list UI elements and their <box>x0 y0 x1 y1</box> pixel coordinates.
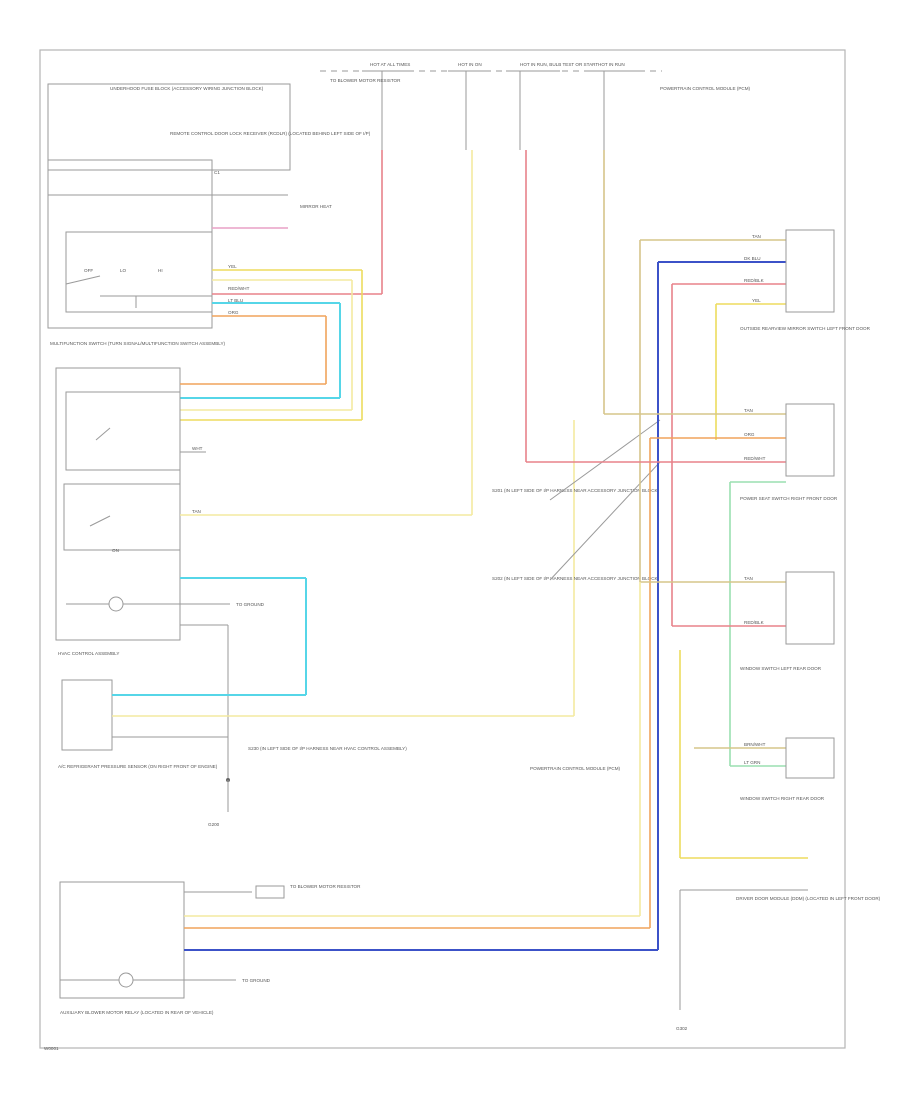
right2-wire-redwht: RED/WHT <box>744 456 766 461</box>
rcdlr-label: REMOTE CONTROL DOOR LOCK RECEIVER (RCDLR… <box>170 131 371 136</box>
aux-blower-motor-symbol <box>118 972 134 988</box>
fuse-header-b: HOT IN ON <box>448 62 490 150</box>
right-wire-code-redblk: RED/BLK <box>744 278 765 283</box>
ac-sensor-box <box>61 679 113 751</box>
fuse-header-c: HOT IN RUN, BULB TEST OR START <box>506 62 598 150</box>
multifunction-switch-box <box>47 159 213 329</box>
mirror-switch-right-label: POWER SEAT SWITCH RIGHT FRONT DOOR <box>740 496 838 501</box>
right3-wire-redblk: RED/BLK <box>744 620 765 625</box>
fuse-header-a: HOT AT ALL TIMES <box>362 62 410 150</box>
to-blower-label: TO BLOWER MOTOR RESISTOR <box>290 884 361 889</box>
window-switch-left-rear-box <box>785 571 835 645</box>
right2-wire-org: ORG <box>744 432 755 437</box>
wire-code-lt-blu: LT BLU <box>228 298 243 303</box>
hvac-motor-symbol <box>108 596 124 612</box>
splice-note-1: S201 (IN LEFT SIDE OF I/P HARNESS NEAR A… <box>492 488 660 493</box>
top-left-note: UNDERHOOD FUSE BLOCK (ACCESSORY WIRING J… <box>110 86 264 91</box>
right-wire-code-yel: YEL <box>752 298 761 303</box>
switch-pos-off: OFF <box>84 268 93 273</box>
footer-code: W0001 <box>44 1046 59 1051</box>
window-switch-left-rear-label: WINDOW SWITCH LEFT REAR DOOR <box>740 666 822 671</box>
blower-resistor-symbol <box>255 885 285 899</box>
aux-to-ground-label: TO GROUND <box>242 978 271 983</box>
right4-wire-ltgrn: LT GRN <box>744 760 760 765</box>
wire-code-yel: YEL <box>228 264 237 269</box>
mirror-switch-left-box <box>785 229 835 313</box>
mirror-switch-left-label: OUTSIDE REARVIEW MIRROR SWITCH LEFT FRON… <box>740 326 871 331</box>
fuse-header-d: HOT IN RUN <box>586 62 640 150</box>
right4-wire-brnwht: BRN/WHT <box>744 742 766 747</box>
right-wire-code-dkblu: DK BLU <box>744 256 761 261</box>
upper-left-fuse-note: TO BLOWER MOTOR RESISTOR <box>330 78 401 83</box>
fuse-a-label: HOT AT ALL TIMES <box>370 62 410 67</box>
mirror-switch-right-box <box>785 403 835 477</box>
switch-note-top: MIRROR HEAT <box>300 204 332 209</box>
ground-g200: G200 <box>208 822 220 827</box>
fuse-b-label: HOT IN ON <box>458 62 482 67</box>
right2-wire-tan: TAN <box>744 408 753 413</box>
top-right-note: POWERTRAIN CONTROL MODULE (PCM) <box>660 86 751 91</box>
right3-wire-tan: TAN <box>744 576 753 581</box>
wire-code-red-wht: RED/WHT <box>228 286 250 291</box>
wire-code-org: ORG <box>228 310 239 315</box>
hvac-wire-tan: TAN <box>192 509 201 514</box>
hvac-label: HVAC CONTROL ASSEMBLY <box>58 651 119 656</box>
hvac-on-label: ON <box>112 548 119 553</box>
center-bottom-note: POWERTRAIN CONTROL MODULE (PCM) <box>530 766 621 771</box>
splice-note-2: S202 (IN LEFT SIDE OF I/P HARNESS NEAR A… <box>492 576 660 581</box>
rcdlr-box <box>47 83 291 171</box>
hvac-wire-wht: WHT <box>192 446 203 451</box>
fuse-d-label: HOT IN RUN <box>598 62 625 67</box>
connector-c1-label: C1 <box>214 170 220 175</box>
ac-sensor-label: A/C REFRIGERANT PRESSURE SENSOR (ON RIGH… <box>58 764 218 769</box>
aux-blower-relay-box <box>59 881 185 999</box>
driver-door-module-label: DRIVER DOOR MODULE (DDM) (LOCATED IN LEF… <box>736 896 881 901</box>
diagram-frame <box>39 49 846 1049</box>
window-switch-right-rear-label: WINDOW SWITCH RIGHT REAR DOOR <box>740 796 825 801</box>
fuse-c-label: HOT IN RUN, BULB TEST OR START <box>520 62 598 67</box>
switch-pos-lo: LO <box>120 268 127 273</box>
right-wire-code-tan: TAN <box>752 234 761 239</box>
hvac-control-box <box>55 367 181 641</box>
ground-g302: G302 <box>676 1026 688 1031</box>
splice-note-3: S230 (IN LEFT SIDE OF I/P HARNESS NEAR H… <box>248 746 407 751</box>
hvac-to-ground-label: TO GROUND <box>236 602 265 607</box>
multifunction-switch-label: MULTIFUNCTION SWITCH (TURN SIGNAL/MULTIF… <box>50 341 226 346</box>
aux-blower-relay-label: AUXILIARY BLOWER MOTOR RELAY (LOCATED IN… <box>60 1010 214 1015</box>
switch-pos-hi: HI <box>158 268 163 273</box>
window-switch-right-rear-box <box>785 737 835 779</box>
